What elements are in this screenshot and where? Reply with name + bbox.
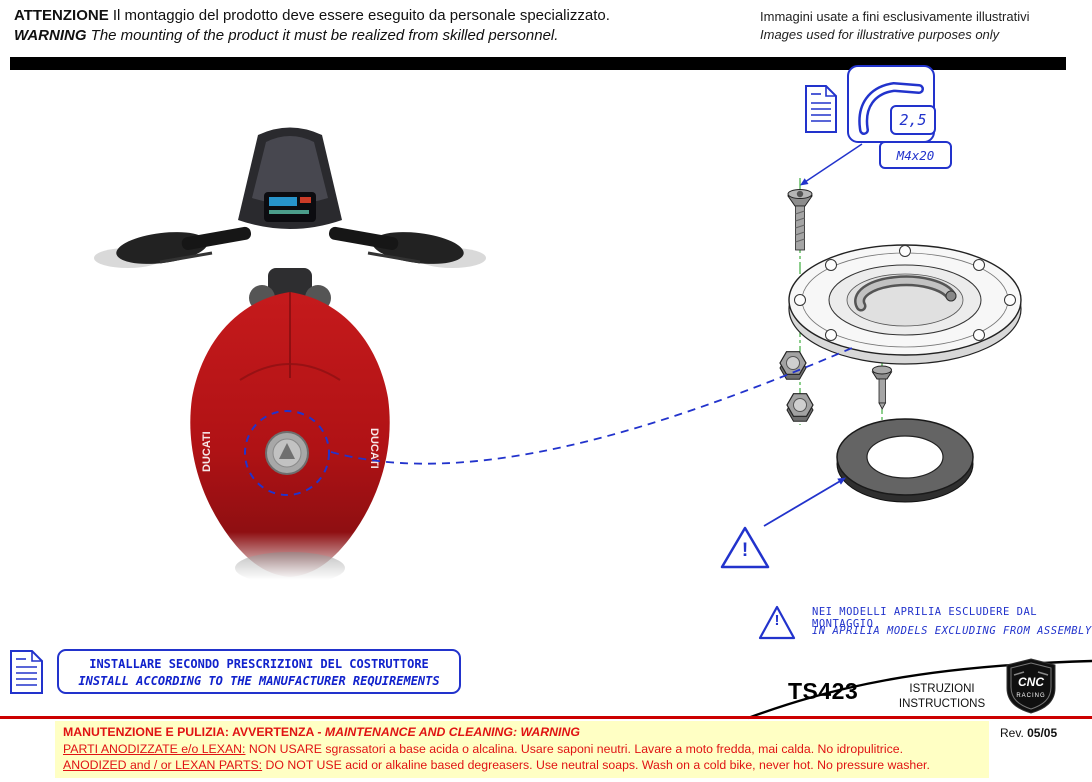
instruction-sheet-icon [10, 650, 43, 694]
aprilia-note-it: NEI MODELLI APRILIA ESCLUDERE DAL MONTAG… [812, 606, 1038, 630]
allen-key-size-label: 2,5 [890, 105, 936, 135]
right-handlebar [328, 226, 399, 250]
brand-right-label: DUCATI [368, 428, 380, 469]
fuel-cap-flange [788, 244, 1022, 365]
brand-left-label: DUCATI [201, 431, 213, 472]
exploded-diagram [720, 65, 1022, 569]
header-warning-en: WARNING The mounting of the product it m… [14, 27, 559, 44]
instruction-sheet-icon [805, 85, 837, 133]
hex-nut [786, 393, 814, 422]
logo-text-top: CNC [1018, 675, 1044, 689]
red-divider [0, 716, 1092, 719]
gasket-washer [836, 418, 974, 503]
left-handlebar [181, 226, 252, 250]
warning-triangle-icon [720, 526, 770, 569]
cnc-racing-logo: CNC RACING [1006, 658, 1056, 714]
warning-label-it: ATTENZIONE [14, 7, 109, 24]
instructions-label-it: ISTRUZIONI [909, 683, 975, 695]
header-divider [10, 57, 1066, 70]
screw-m4x20 [787, 189, 813, 251]
maintenance-line-it: PARTI ANODIZZATE e/o LEXAN: NON USARE sg… [63, 741, 903, 756]
warning-label-en: WARNING [14, 27, 87, 44]
hex-nut [779, 351, 807, 380]
warning-exclamation: ! [741, 540, 749, 561]
instructions-label-en: INSTRUCTIONS [898, 698, 986, 710]
install-line-en: INSTALL ACCORDING TO THE MANUFACTURER RE… [78, 674, 440, 688]
install-line-it: INSTALLARE SECONDO PRESCRIZIONI DEL COST… [89, 657, 429, 671]
maintenance-warning-block: MANUTENZIONE E PULIZIA: AVVERTENZA - MAI… [55, 721, 989, 778]
install-requirements-box: INSTALLARE SECONDO PRESCRIZIONI DEL COST… [57, 649, 461, 694]
maintenance-title: MANUTENZIONE E PULIZIA: AVVERTENZA - MAI… [63, 725, 580, 739]
pointer-line-gasket [763, 479, 843, 527]
aprilia-warning-triangle-icon [758, 605, 796, 640]
dashboard-display [264, 192, 316, 222]
fuel-cap-highlight-circle [244, 410, 330, 496]
logo-text-bottom: RACING [1016, 693, 1045, 699]
product-code: TS423 [788, 678, 859, 704]
aprilia-exclamation: ! [774, 612, 780, 629]
images-note-it: Immagini usate a fini esclusivamente ill… [760, 9, 1030, 24]
header-warning-it: ATTENZIONE Il montaggio del prodotto dev… [14, 7, 610, 24]
maintenance-line-en: ANODIZED and / or LEXAN PARTS: DO NOT US… [63, 758, 930, 772]
aprilia-note-en: IN APRILIA MODELS EXCLUDING FROM ASSEMBL… [812, 625, 1092, 637]
small-screw [871, 365, 893, 410]
screw-spec-label: M4x20 [879, 141, 952, 169]
instructions-label: ISTRUZIONI INSTRUCTIONS [888, 682, 996, 712]
images-note: Immagini usate a fini esclusivamente ill… [760, 8, 1070, 44]
header-warning: ATTENZIONE Il montaggio del prodotto dev… [14, 6, 654, 46]
motorcycle-photo: DUCATI DUCATI [94, 127, 486, 580]
pointer-line-screw [801, 143, 863, 185]
images-note-en: Images used for illustrative purposes on… [760, 27, 1000, 42]
revision-label: Rev. 05/05 [1000, 726, 1058, 740]
